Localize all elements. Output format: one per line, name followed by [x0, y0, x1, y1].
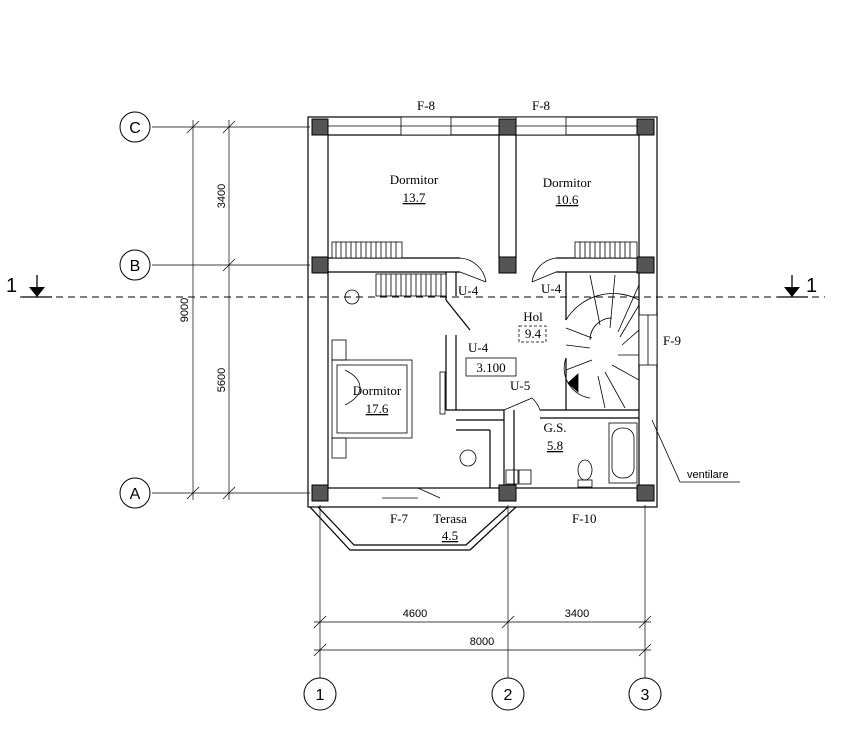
dim-width-total: 8000: [470, 636, 494, 648]
bathtub: [608, 422, 638, 484]
room-area-dorm-main: 17.6: [366, 401, 389, 416]
axis-bubble-a: A: [119, 477, 151, 509]
axis-label-a: A: [130, 486, 141, 503]
axis-bubble-3: 3: [628, 677, 662, 711]
door-label-left: U-4: [458, 283, 479, 298]
window-label-right: F-9: [663, 333, 681, 348]
dim-height-bottom: 5600: [216, 368, 228, 392]
axis-label-c: C: [129, 120, 141, 137]
section-line: [20, 275, 825, 298]
window-label-top-right: F-8: [532, 98, 550, 113]
lamp-bedroom: [344, 289, 360, 305]
room-name-dorm-top-left: Dormitor: [390, 172, 439, 187]
toilet: [577, 459, 593, 488]
dim-width-left: 4600: [403, 608, 427, 620]
dimension-lines-horizontal: [313, 615, 652, 657]
window-label-bottom-right: F-10: [572, 511, 597, 526]
axis-label-2: 2: [504, 687, 513, 704]
room-name-bath: G.S.: [543, 420, 566, 435]
dimension-lines-vertical: [186, 120, 236, 500]
door-label-right: U-4: [541, 281, 562, 296]
room-name-hall: Hol: [523, 309, 543, 324]
wardrobe: [439, 371, 446, 415]
dim-width-right: 3400: [565, 608, 589, 620]
dim-height-total: 9000: [179, 298, 191, 322]
axis-bubble-1: 1: [303, 677, 337, 711]
axis-bubble-c: C: [119, 111, 151, 143]
section-label-right: 1: [806, 275, 817, 297]
door-label-bath: U-5: [510, 378, 530, 393]
room-area-terrace: 4.5: [442, 528, 458, 543]
window-label-top-left: F-8: [417, 98, 435, 113]
room-area-bath: 5.8: [547, 438, 563, 453]
terrace: [309, 506, 517, 551]
axis-bubble-2: 2: [491, 677, 525, 711]
axis-label-b: B: [130, 258, 141, 275]
exterior-walls: [307, 116, 658, 508]
windows-top: [328, 116, 639, 136]
doors: [382, 257, 637, 499]
level-box: [465, 357, 517, 377]
sink: [505, 469, 532, 485]
bed: [331, 339, 413, 459]
window-right: [638, 314, 658, 366]
room-name-terrace: Terasa: [433, 511, 467, 526]
lamp-hall: [459, 449, 477, 467]
columns: [311, 118, 655, 502]
room-area-dorm-top-left: 13.7: [403, 190, 426, 205]
window-label-bottom-left: F-7: [390, 511, 409, 526]
hall-area-box: [518, 325, 547, 343]
room-area-hall: 9.4: [525, 326, 542, 341]
room-name-dorm-top-right: Dormitor: [543, 175, 592, 190]
stairs: [563, 274, 640, 409]
radiators: [331, 241, 638, 297]
dim-height-top: 3400: [216, 184, 228, 208]
axis-bubble-b: B: [119, 249, 151, 281]
level-mark: 3.100: [476, 360, 505, 375]
section-label-left: 1: [6, 275, 17, 297]
room-area-dorm-top-right: 10.6: [556, 192, 579, 207]
axis-label-3: 3: [641, 687, 650, 704]
ventilation-leader: [651, 419, 740, 483]
axis-lines: [152, 126, 646, 678]
ventilation-note: ventilare: [687, 469, 729, 481]
door-label-hall: U-4: [468, 340, 489, 355]
room-name-dorm-main: Dormitor: [353, 383, 402, 398]
axis-label-1: 1: [316, 687, 325, 704]
